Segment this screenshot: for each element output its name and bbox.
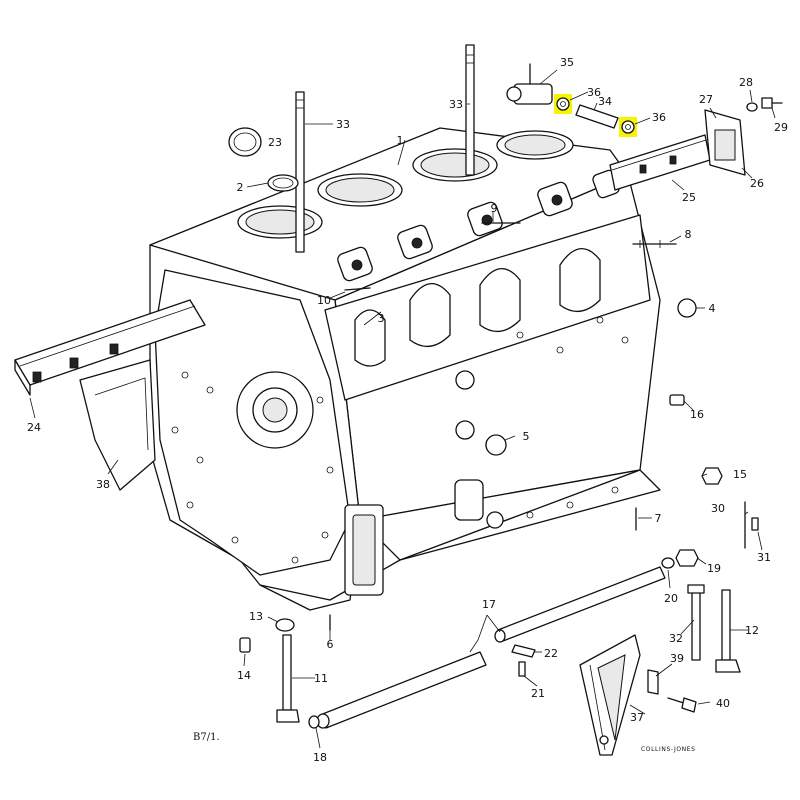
callout-36-right: 36: [652, 111, 666, 124]
callout-14: 14: [237, 669, 251, 682]
callout-labels: 1 2 3 4 5 6 7 8 9 10 11 12 13 14 15 16 1…: [27, 56, 788, 764]
bolt-29: [761, 97, 783, 109]
callout-9: 9: [491, 202, 498, 215]
callout-26: 26: [750, 177, 764, 190]
callout-35: 35: [560, 56, 574, 69]
callout-34: 34: [598, 95, 612, 108]
stud-10: [344, 287, 371, 291]
bolt-11: [276, 634, 300, 723]
callout-12: 12: [745, 624, 759, 637]
callout-2: 2: [237, 181, 244, 194]
washer-36a: [554, 94, 572, 114]
callout-10: 10: [317, 294, 331, 307]
plug-5: [485, 434, 507, 456]
callout-29: 29: [774, 121, 788, 134]
drawing-reference: B7/1.: [193, 732, 220, 743]
callout-3: 3: [378, 312, 385, 325]
pin-31: [751, 517, 759, 531]
support-bracket-37: [579, 634, 641, 756]
callout-37: 37: [630, 711, 644, 724]
bolt-12: [715, 589, 741, 673]
callout-5: 5: [523, 430, 530, 443]
callout-8: 8: [685, 228, 692, 241]
main-bearing-webs: [354, 248, 601, 367]
callout-21: 21: [531, 687, 545, 700]
cylinder-head-stud-right: [465, 44, 475, 176]
stud-8: [632, 240, 677, 248]
callout-15: 15: [733, 468, 747, 481]
callout-27: 27: [699, 93, 713, 106]
bracket-38: [79, 359, 156, 491]
callout-39: 39: [670, 652, 684, 665]
plug-14: [239, 637, 251, 653]
cover-plate-27: [704, 109, 746, 176]
callout-19: 19: [707, 562, 721, 575]
callout-18: 18: [313, 751, 327, 764]
nut-15: [701, 467, 723, 485]
rear-tube: [609, 134, 711, 191]
callout-7: 7: [655, 512, 662, 525]
callout-36-left: 36: [587, 86, 601, 99]
nut-18: [308, 715, 320, 729]
callout-24: 24: [27, 421, 41, 434]
screw-21: [518, 661, 526, 677]
callout-20: 20: [664, 592, 678, 605]
pipe-34: [575, 104, 619, 129]
washer-28: [746, 102, 758, 112]
callout-23: 23: [268, 136, 282, 149]
callout-38: 38: [96, 478, 110, 491]
callout-33-left: 33: [336, 118, 350, 131]
washer-36b: [619, 117, 637, 137]
clip-22: [511, 644, 536, 658]
callout-6: 6: [327, 638, 334, 651]
artist-credit: COLLINS-JONES: [641, 746, 696, 753]
tube-17a: [316, 651, 487, 729]
plug-16: [669, 394, 685, 406]
callout-17: 17: [482, 598, 496, 611]
front-plate-bolt-holes: [171, 371, 334, 564]
core-plug-23: [228, 127, 262, 157]
callout-22: 22: [544, 647, 558, 660]
callout-16: 16: [690, 408, 704, 421]
washer-20: [661, 557, 675, 569]
bolt-32: [687, 584, 705, 661]
callout-1: 1: [397, 134, 404, 147]
core-plug-2: [267, 174, 299, 192]
side-ports: [337, 169, 620, 282]
callout-33-right: 33: [449, 98, 463, 111]
callout-40: 40: [716, 697, 730, 710]
plug-4: [677, 298, 697, 318]
union-35: [506, 63, 553, 105]
callout-32: 32: [669, 632, 683, 645]
callout-13: 13: [249, 610, 263, 623]
plate-39: [647, 669, 659, 695]
callout-25: 25: [682, 191, 696, 204]
front-tube: [14, 299, 206, 396]
cylinder-head-stud-left: [295, 91, 305, 253]
cylinder-block: [149, 127, 661, 611]
leader-lines: [29, 69, 776, 749]
callout-11: 11: [314, 672, 328, 685]
callout-4: 4: [709, 302, 716, 315]
tube-17b: [494, 566, 666, 643]
bolt-40: [667, 697, 697, 713]
callout-28: 28: [739, 76, 753, 89]
nut-19: [675, 549, 699, 567]
callout-30: 30: [711, 502, 725, 515]
callout-31: 31: [757, 551, 771, 564]
washer-13: [275, 618, 295, 632]
